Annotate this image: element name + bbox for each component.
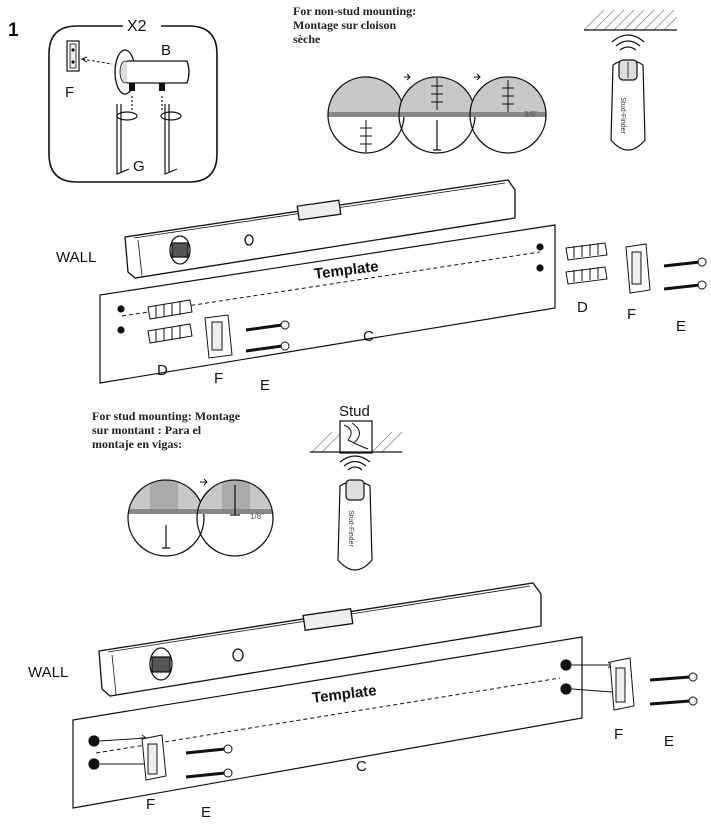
top-part-screw-right: E [676, 318, 687, 335]
top-left-hardware [147, 299, 290, 359]
kit-hex-key-g-icon [116, 96, 182, 175]
step-number: 1 [8, 20, 19, 41]
top-level-bar [124, 179, 516, 279]
stud-label: Stud [339, 403, 370, 420]
bottom-part-bracket-left: F [146, 796, 156, 813]
stud-finder-top-icon [610, 34, 646, 151]
bottom-wall-label: WALL [28, 664, 69, 681]
stud-finder-bottom-icon [337, 455, 373, 571]
non-stud-heading-line: For non-stud mounting: [293, 4, 417, 18]
top-part-anchor-left: D [157, 362, 168, 379]
stud-finder-bottom-label: Stud-Finder [346, 510, 354, 547]
kit-bolt-b-icon [114, 49, 190, 95]
ceiling-hatch [583, 9, 678, 31]
bottom-right-hardware [571, 657, 698, 711]
stud-heading-line: montaje en vigas: [92, 437, 182, 451]
non-stud-heading: For non-stud mounting: Montage sur clois… [293, 4, 416, 46]
kit-label-bolt: B [161, 42, 172, 59]
bottom-part-bracket-right: F [614, 726, 624, 743]
top-right-hardware [565, 242, 707, 294]
kit-quantity: X2 [127, 18, 147, 35]
non-stud-heading-line: sèche [293, 32, 321, 46]
non-stud-drill-size: 3/8" [524, 110, 538, 119]
kit-bracket-f-icon [66, 40, 80, 72]
stud-heading: For stud mounting: Montage sur montant :… [92, 409, 240, 451]
bottom-part-screw-left: E [201, 804, 212, 821]
top-part-bracket-left: F [214, 370, 224, 387]
bottom-part-screw-right: E [664, 733, 675, 750]
stud-heading-line: sur montant : Para el [92, 423, 202, 437]
top-part-bracket-right: F [627, 306, 637, 323]
kit-label-bracket: F [65, 84, 75, 101]
bottom-template-sheet [72, 636, 583, 809]
bottom-part-line: C [356, 758, 367, 775]
kit-box: X2 F B G [47, 18, 219, 184]
bottom-level-bar [98, 582, 542, 697]
stud-finder-top-label: Stud-Finder [618, 97, 626, 134]
top-part-screw-left: E [260, 377, 271, 394]
stud-drill-sequence [127, 478, 274, 557]
stud-heading-line: For stud mounting: Montage [92, 409, 241, 423]
non-stud-heading-line: Montage sur cloison [293, 18, 397, 32]
kit-label-hexkey: G [133, 158, 145, 175]
top-part-line: C [363, 328, 374, 345]
bottom-left-hardware [99, 734, 233, 781]
stud-drill-size: 1/8" [250, 512, 264, 521]
top-part-anchor-right: D [577, 299, 588, 316]
stud-ceiling-hatch [310, 420, 403, 454]
kit-box-drawing [48, 25, 218, 183]
top-wall-label: WALL [56, 249, 97, 266]
